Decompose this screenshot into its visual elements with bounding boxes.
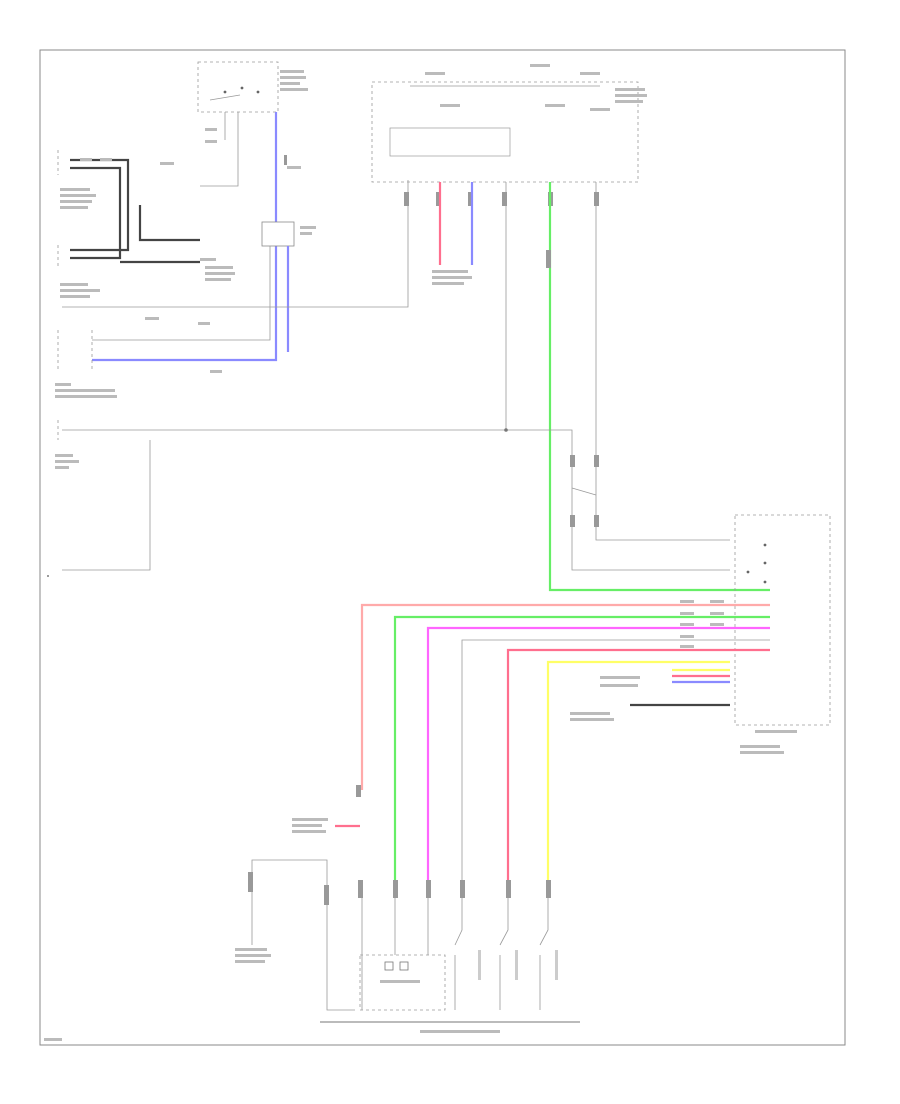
wire-green-long bbox=[548, 182, 770, 592]
ignition-switch-assembly bbox=[320, 954, 580, 1033]
wire-gray-bcm bbox=[461, 639, 770, 880]
bcm-pin-labels bbox=[680, 600, 724, 648]
wire-gray-bottom-left bbox=[251, 859, 355, 1011]
wire-gray-ecu-feed bbox=[62, 180, 409, 308]
wire-black-short bbox=[138, 205, 200, 242]
wire-green-bcm bbox=[393, 615, 770, 880]
wire-red-bcm bbox=[506, 648, 770, 880]
transmission-range-switch bbox=[197, 61, 308, 113]
body-control-module bbox=[734, 514, 831, 754]
left-sensor-group bbox=[57, 150, 174, 298]
wire-blue-range bbox=[92, 112, 278, 362]
switch-contacts bbox=[358, 880, 558, 1010]
wire-pink-bcm bbox=[360, 603, 770, 790]
control-unit-top bbox=[371, 64, 647, 183]
page-code-mark bbox=[44, 1038, 62, 1041]
wire-relay-gray bbox=[92, 246, 271, 341]
page-border bbox=[39, 49, 846, 1046]
wire-magenta-bcm bbox=[426, 626, 770, 880]
wire-gray-loop bbox=[62, 440, 151, 571]
wire-range-left bbox=[200, 112, 239, 187]
relay-block bbox=[261, 221, 316, 247]
wire-yellow-bcm bbox=[546, 660, 730, 880]
wire-gray-right bbox=[595, 182, 730, 541]
control-unit-pins bbox=[404, 192, 599, 206]
wire-gray-horizontal bbox=[62, 429, 730, 571]
